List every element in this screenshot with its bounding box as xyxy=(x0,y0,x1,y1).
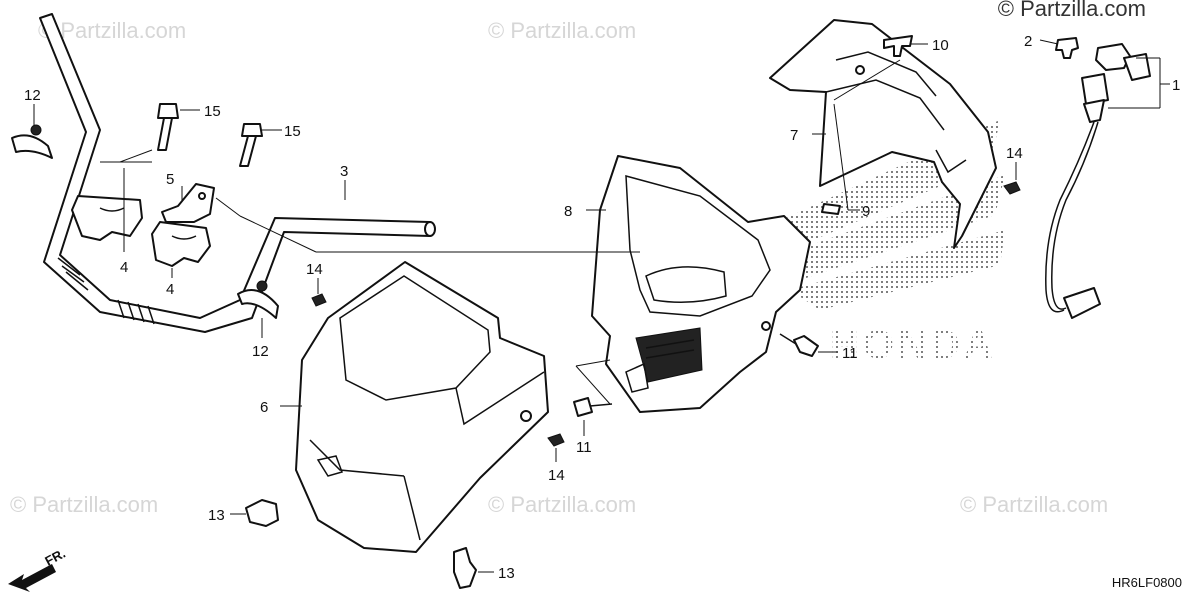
callout-15b: 15 xyxy=(284,123,301,140)
watermark-5: © Partzilla.com xyxy=(960,492,1109,517)
bolt-part-11a[interactable] xyxy=(779,333,819,357)
callout-14c: 14 xyxy=(1006,145,1023,162)
watermark-2: © Partzilla.com xyxy=(488,18,637,43)
upper-holder-part-4b[interactable] xyxy=(151,221,211,267)
callout-4b: 4 xyxy=(166,281,174,298)
watermark-4: © Partzilla.com xyxy=(488,492,637,517)
headlight-case-part-8[interactable] xyxy=(591,155,811,413)
callout-7: 7 xyxy=(790,127,798,144)
clip-part-9[interactable] xyxy=(821,203,841,215)
honda-logo-text: HONDA xyxy=(830,323,997,367)
bolt-part-11b[interactable] xyxy=(573,397,613,417)
front-direction-arrow: FR. xyxy=(8,546,68,592)
callout-12a: 12 xyxy=(24,87,41,104)
honda-wing-logo: HONDA xyxy=(760,120,1005,367)
bracket-part-5[interactable] xyxy=(161,183,215,223)
callout-4a: 4 xyxy=(120,259,128,276)
callout-11b: 11 xyxy=(576,439,592,456)
upper-holder-part-4a[interactable] xyxy=(71,195,143,241)
clamp-part-12a[interactable] xyxy=(11,124,53,159)
screw-part-14b[interactable] xyxy=(547,433,565,447)
callout-9: 9 xyxy=(862,203,870,220)
watermark-top-right: © Partzilla.com xyxy=(997,0,1146,21)
grommet-part-2[interactable] xyxy=(1055,37,1079,59)
callout-2: 2 xyxy=(1024,33,1032,50)
upper-cover-part-7[interactable] xyxy=(769,19,997,249)
clip-part-10[interactable] xyxy=(883,35,913,57)
front-direction-label: FR. xyxy=(42,546,68,569)
callout-5: 5 xyxy=(166,171,174,188)
callout-8: 8 xyxy=(564,203,572,220)
clip-part-13b[interactable] xyxy=(453,547,477,589)
bolt-part-15a[interactable] xyxy=(157,103,179,151)
callout-1: 1 xyxy=(1172,77,1180,94)
callout-11a: 11 xyxy=(842,345,858,362)
screw-part-14c[interactable] xyxy=(1003,181,1021,195)
callout-13b: 13 xyxy=(498,565,515,582)
callout-3: 3 xyxy=(340,163,348,180)
headlight-cover-part-6[interactable] xyxy=(295,261,549,553)
callout-10: 10 xyxy=(932,37,949,54)
callouts: 1 2 3 4 4 5 6 7 8 9 10 11 11 12 12 13 13… xyxy=(24,33,1180,582)
callout-6: 6 xyxy=(260,399,268,416)
clip-part-13a[interactable] xyxy=(245,499,279,527)
callout-15a: 15 xyxy=(204,103,221,120)
callout-13a: 13 xyxy=(208,507,225,524)
bolt-part-15b[interactable] xyxy=(239,123,263,167)
diagram-code: HR6LF0800 xyxy=(1111,575,1182,590)
watermark-3: © Partzilla.com xyxy=(10,492,159,517)
callout-14b: 14 xyxy=(548,467,565,484)
leader-lines xyxy=(33,39,1170,573)
screw-part-14a[interactable] xyxy=(311,293,327,307)
callout-14a: 14 xyxy=(306,261,323,278)
clamp-part-12b[interactable] xyxy=(237,280,279,319)
callout-12b: 12 xyxy=(252,343,269,360)
position-light-part-1[interactable] xyxy=(1045,43,1151,319)
